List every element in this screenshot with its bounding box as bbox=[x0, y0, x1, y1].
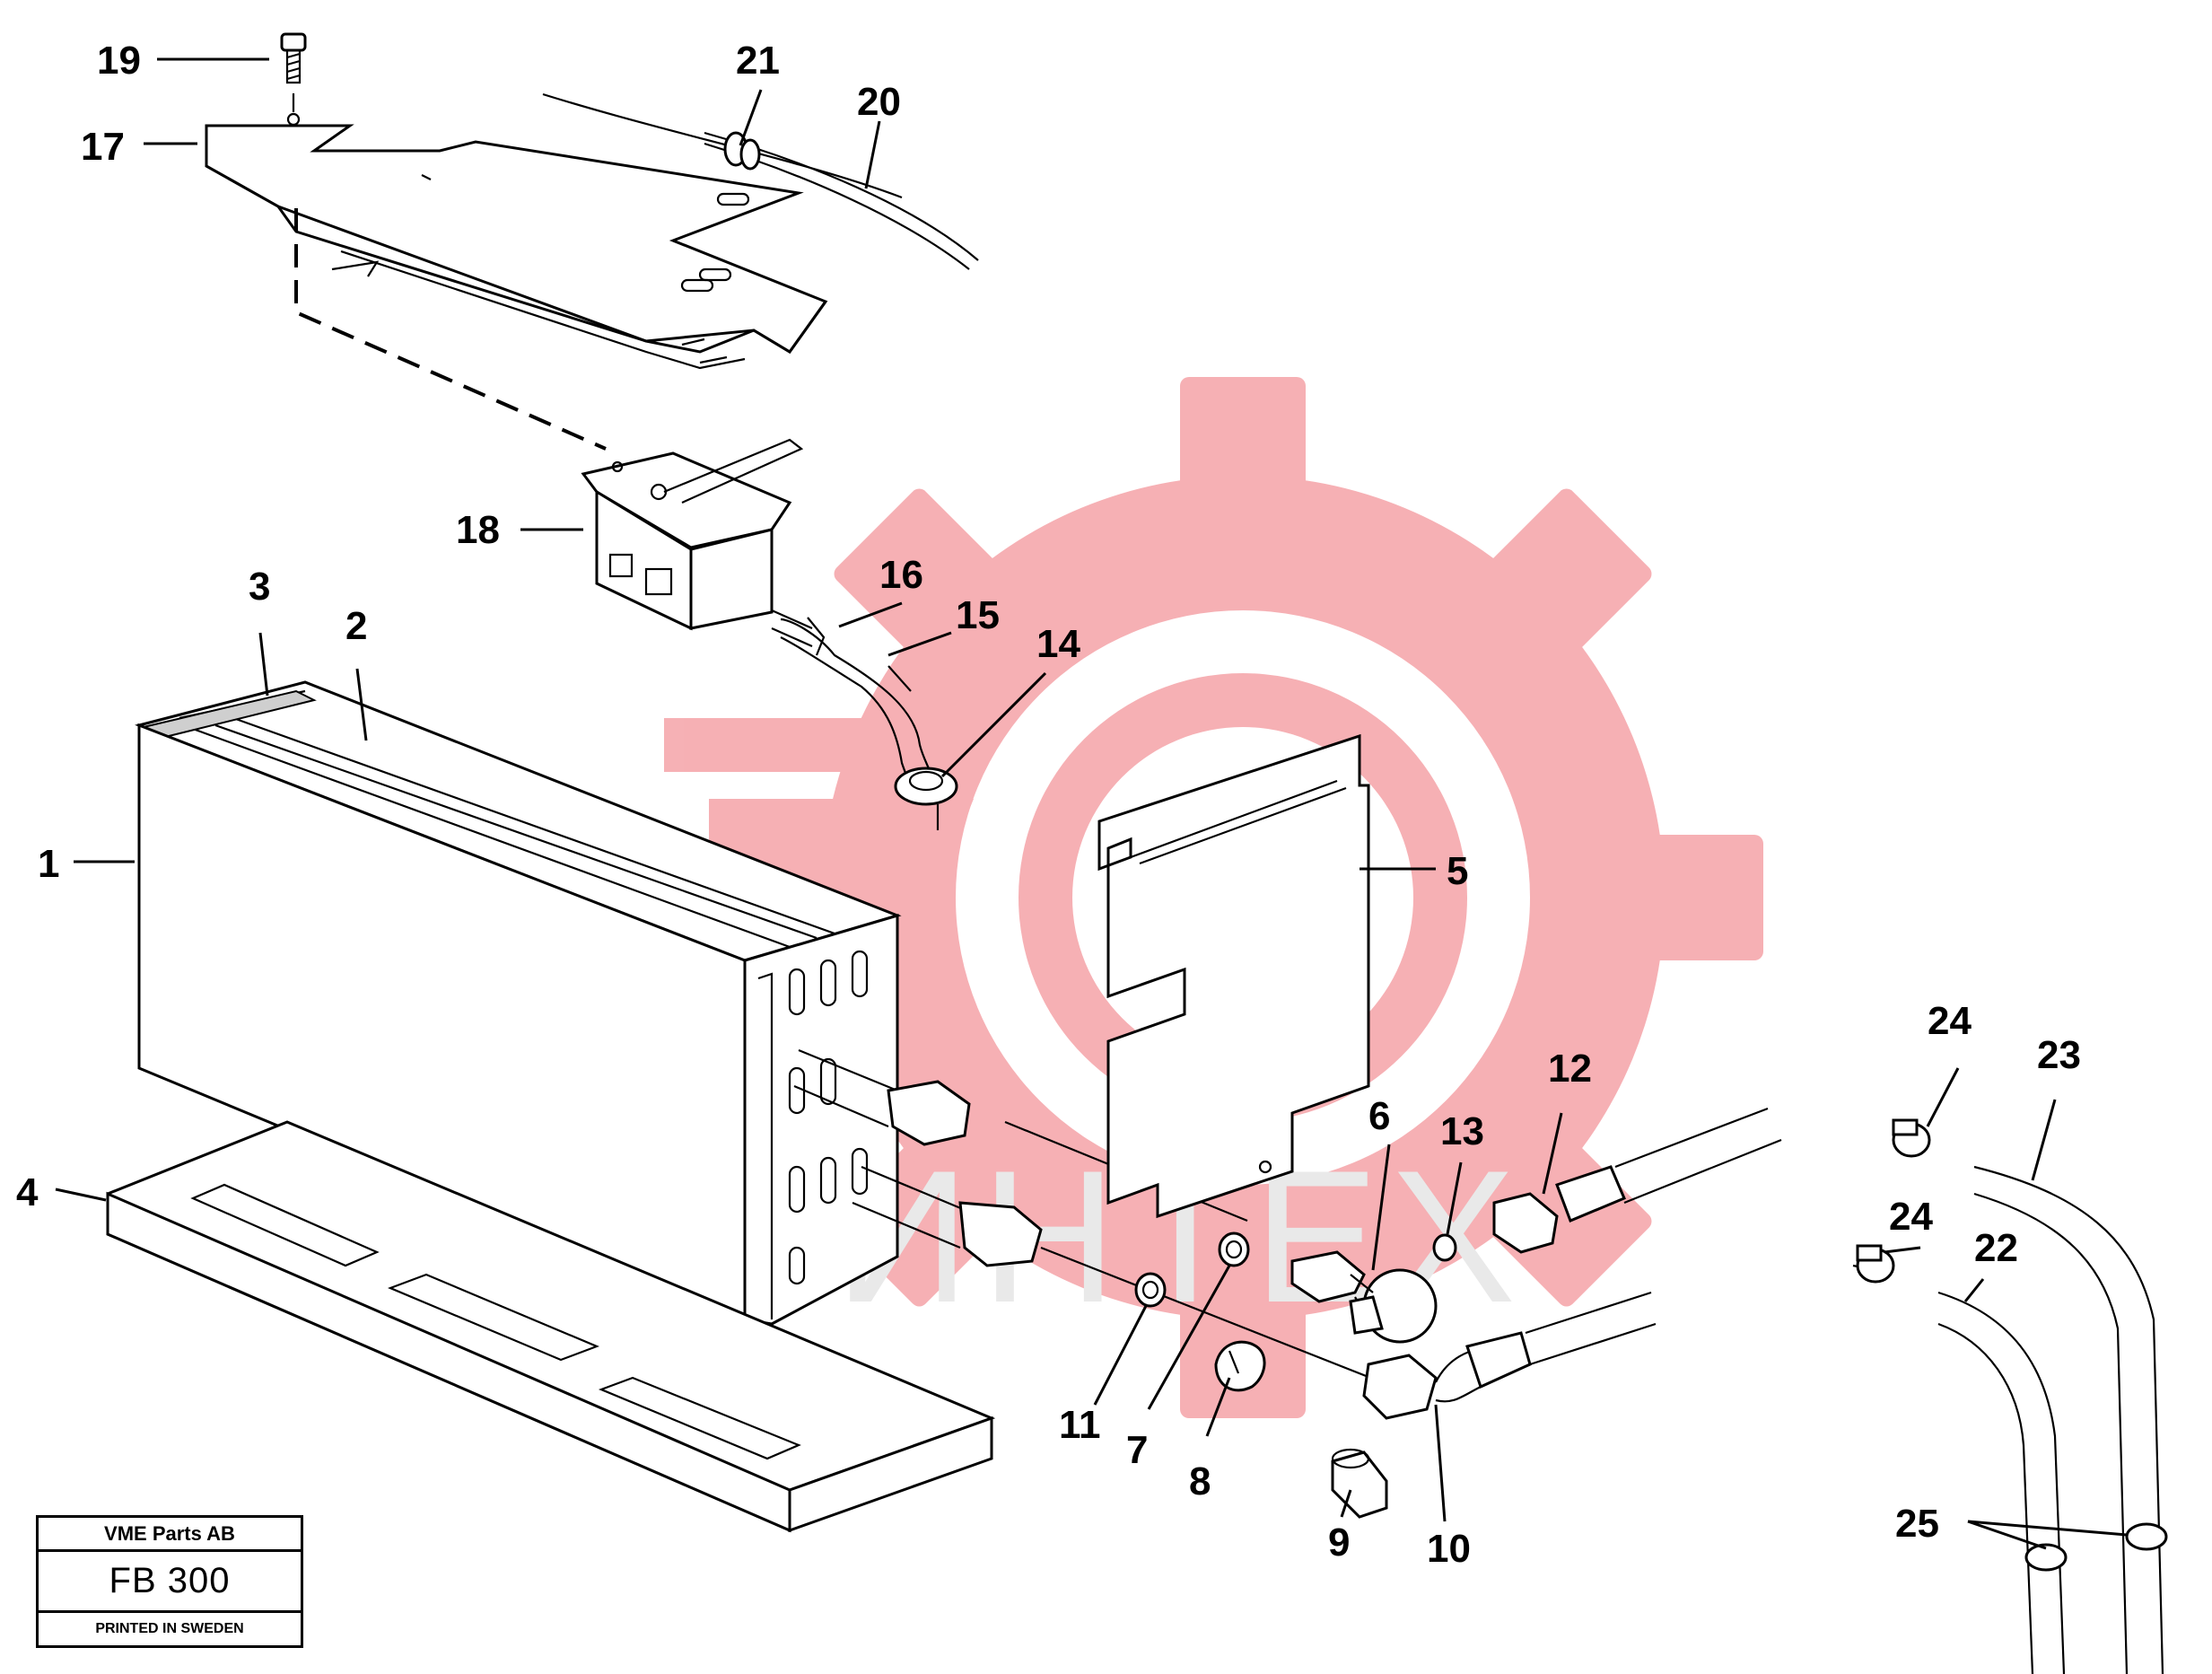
title-stamp: VME Parts AB FB 300 PRINTED IN SWEDEN bbox=[36, 1515, 303, 1648]
label-12: 12 bbox=[1548, 1047, 1592, 1091]
valve-part-6 bbox=[1290, 1250, 1438, 1344]
clamp-part-8 bbox=[1214, 1340, 1266, 1392]
base-part-4 bbox=[106, 1120, 996, 1533]
label-21: 21 bbox=[736, 39, 780, 83]
stamp-printed: PRINTED IN SWEDEN bbox=[95, 1621, 244, 1636]
label-1: 1 bbox=[38, 842, 59, 886]
clamp-part-24b bbox=[1856, 1244, 1895, 1284]
label-6: 6 bbox=[1368, 1094, 1390, 1138]
clamp-part-24a bbox=[1892, 1118, 1931, 1158]
hose-part-12 bbox=[1492, 1107, 1782, 1254]
washer-part-11 bbox=[1134, 1272, 1167, 1308]
label-19: 19 bbox=[97, 39, 141, 83]
label-13: 13 bbox=[1440, 1109, 1484, 1153]
switch-part-18 bbox=[581, 438, 804, 631]
clip-part-16 bbox=[771, 609, 826, 656]
pipe-part-23 bbox=[1893, 1138, 2164, 1674]
label-2: 2 bbox=[345, 604, 367, 648]
label-9: 9 bbox=[1328, 1521, 1350, 1564]
screw-part-19 bbox=[280, 32, 307, 112]
grommet-part-14 bbox=[894, 767, 958, 830]
leader-lines bbox=[55, 57, 2128, 1550]
heater-core-part-1 bbox=[135, 680, 902, 1326]
label-16: 16 bbox=[879, 553, 923, 597]
label-10: 10 bbox=[1427, 1527, 1471, 1571]
label-8: 8 bbox=[1189, 1459, 1211, 1503]
label-15: 15 bbox=[956, 593, 1000, 637]
label-23: 23 bbox=[2037, 1033, 2081, 1077]
cover-plate-part-5 bbox=[1097, 733, 1370, 1219]
grommet-part-25 bbox=[2024, 1522, 2168, 1572]
label-20: 20 bbox=[857, 80, 901, 124]
part-labels: 19 17 21 20 18 16 15 14 3 2 1 5 4 6 13 1… bbox=[16, 39, 2081, 1571]
washer-part-7 bbox=[1218, 1231, 1250, 1267]
oring-part-13 bbox=[1432, 1233, 1457, 1262]
label-24b: 24 bbox=[1889, 1195, 1933, 1239]
label-25: 25 bbox=[1895, 1502, 1939, 1546]
label-11: 11 bbox=[1059, 1403, 1101, 1447]
stamp-code: FB 300 bbox=[39, 1552, 301, 1613]
label-18: 18 bbox=[456, 508, 500, 552]
sleeve-part-9 bbox=[1331, 1448, 1388, 1519]
label-24a: 24 bbox=[1928, 999, 1972, 1043]
pipe-fittings bbox=[793, 1048, 1383, 1384]
label-3: 3 bbox=[249, 565, 270, 609]
label-22: 22 bbox=[1974, 1226, 2018, 1270]
label-4: 4 bbox=[16, 1170, 39, 1214]
stamp-company: VME Parts AB bbox=[39, 1518, 301, 1552]
label-7: 7 bbox=[1126, 1428, 1148, 1472]
label-14: 14 bbox=[1036, 622, 1080, 666]
label-17: 17 bbox=[81, 125, 125, 169]
hose-part-10 bbox=[1362, 1291, 1657, 1420]
bracket-part-17 bbox=[205, 112, 828, 451]
pipe-part-22 bbox=[1852, 1264, 2066, 1674]
label-5: 5 bbox=[1447, 849, 1468, 893]
